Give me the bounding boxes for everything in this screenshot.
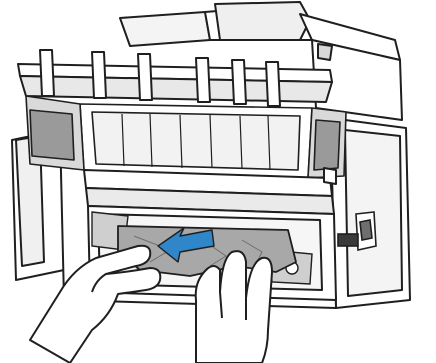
hand-icon [196, 251, 272, 363]
inner-paper-path [26, 96, 346, 178]
